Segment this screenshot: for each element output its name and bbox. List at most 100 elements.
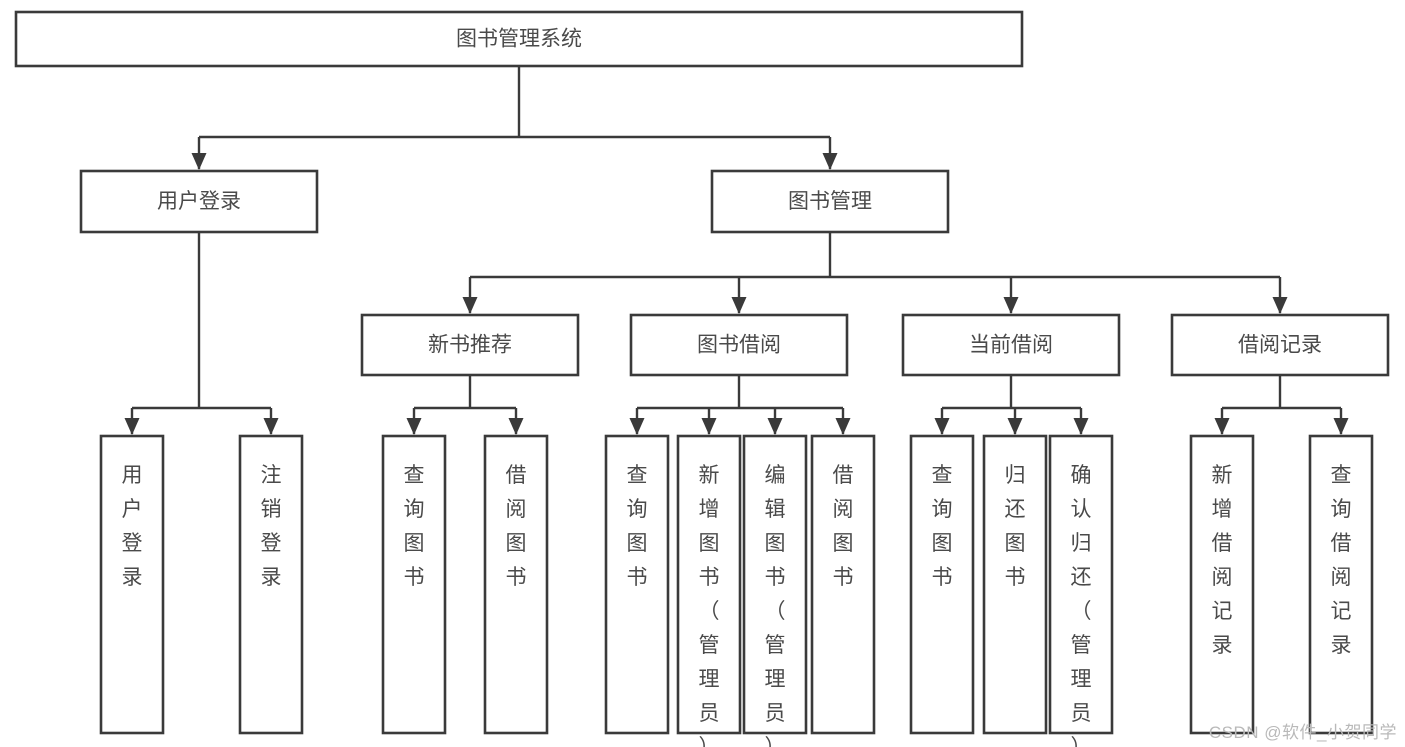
node-label-char: 图: [1005, 532, 1026, 555]
node-level2-1[interactable]: 图书借阅: [629, 313, 849, 377]
node-label-char: ）: [699, 736, 720, 747]
node-level2-0[interactable]: 新书推荐: [360, 313, 580, 377]
node-label-char: 阅: [833, 498, 854, 521]
node-layer: 图书管理系统用户登录图书管理新书推荐图书借阅当前借阅借阅记录用户登录注销登录查询…: [14, 10, 1390, 747]
node-level2-3[interactable]: 借阅记录: [1170, 313, 1390, 377]
node-label-char: 录: [122, 566, 143, 589]
node-label-char: 询: [932, 498, 953, 521]
node-label-char: 增: [699, 498, 720, 521]
node-label-char: 查: [932, 464, 953, 487]
node-label-char: 查: [404, 464, 425, 487]
node-label-char: 图: [932, 532, 953, 555]
node-label-char: 员: [1071, 702, 1092, 725]
node-label-char: 询: [627, 498, 648, 521]
node-label-char: 书: [627, 566, 648, 589]
node-label-char: 录: [261, 566, 282, 589]
node-label-char: 记: [1212, 600, 1233, 623]
node-label-char: 编: [765, 464, 786, 487]
node-label: 图书借阅: [697, 334, 781, 357]
node-label: 图书管理: [788, 190, 872, 213]
connector-layer: [124, 66, 1349, 435]
node-label-char: 还: [1071, 566, 1092, 589]
node-label-char: 书: [404, 566, 425, 589]
node-label-char: 录: [1212, 634, 1233, 657]
node-leaf-0[interactable]: 用户登录: [99, 434, 165, 735]
node-label-char: 归: [1005, 464, 1026, 487]
node-label-char: 询: [1331, 498, 1352, 521]
node-label-char: 理: [765, 668, 786, 691]
node-label-char: 用: [122, 464, 143, 487]
node-label-char: 图: [627, 532, 648, 555]
node-level1-1[interactable]: 图书管理: [710, 169, 950, 234]
node-label-char: 归: [1071, 532, 1092, 555]
node-label-char: 确: [1071, 464, 1092, 487]
node-label-char: 图: [833, 532, 854, 555]
node-label: 新书推荐: [428, 334, 512, 357]
node-label-char: 借: [1212, 532, 1233, 555]
node-label-char: 辑: [765, 498, 786, 521]
node-label-char: 员: [765, 702, 786, 725]
node-label-char: 管: [1071, 634, 1092, 657]
node-label-char: 员: [699, 702, 720, 725]
node-label-char: 书: [1005, 566, 1026, 589]
node-label-char: 书: [699, 566, 720, 589]
node-label: 借阅记录: [1238, 334, 1322, 357]
node-label-char: 户: [122, 498, 143, 521]
node-level1-0[interactable]: 用户登录: [79, 169, 319, 234]
node-label-char: 图: [765, 532, 786, 555]
node-label-char: 管: [699, 634, 720, 657]
node-label-char: 管: [765, 634, 786, 657]
node-label-char: 理: [699, 668, 720, 691]
node-label-char: 查: [1331, 464, 1352, 487]
node-level2-2[interactable]: 当前借阅: [901, 313, 1121, 377]
node-label: 当前借阅: [969, 334, 1053, 357]
node-label-char: （: [1071, 600, 1092, 623]
node-label-char: 书: [932, 566, 953, 589]
node-label-char: 登: [122, 532, 143, 555]
node-label-char: 图: [699, 532, 720, 555]
node-label-char: 记: [1331, 600, 1352, 623]
node-label-char: 书: [833, 566, 854, 589]
node-label-char: 还: [1005, 498, 1026, 521]
node-label-char: 注: [261, 464, 282, 487]
node-label-char: 查: [627, 464, 648, 487]
node-label-char: 阅: [506, 498, 527, 521]
node-label-char: 登: [261, 532, 282, 555]
node-label-char: 借: [1331, 532, 1352, 555]
node-label-char: 理: [1071, 668, 1092, 691]
node-label-char: 销: [261, 498, 282, 521]
node-label-char: （: [699, 600, 720, 623]
node-label-char: 书: [506, 566, 527, 589]
node-label-char: 借: [833, 464, 854, 487]
node-label-char: 借: [506, 464, 527, 487]
node-label-char: 新: [1212, 464, 1233, 487]
node-label-char: 图: [404, 532, 425, 555]
node-label-char: 新: [699, 464, 720, 487]
node-label: 图书管理系统: [456, 28, 582, 51]
node-label-char: 阅: [1331, 566, 1352, 589]
node-label-char: 询: [404, 498, 425, 521]
node-label-char: 阅: [1212, 566, 1233, 589]
node-label: 用户登录: [157, 190, 241, 213]
node-label-char: 增: [1212, 498, 1233, 521]
node-label-char: （: [765, 600, 786, 623]
node-root-system[interactable]: 图书管理系统: [14, 10, 1024, 68]
node-label-char: 图: [506, 532, 527, 555]
node-label-char: 书: [765, 566, 786, 589]
node-label-char: 认: [1071, 498, 1092, 521]
node-label-char: 录: [1331, 634, 1352, 657]
